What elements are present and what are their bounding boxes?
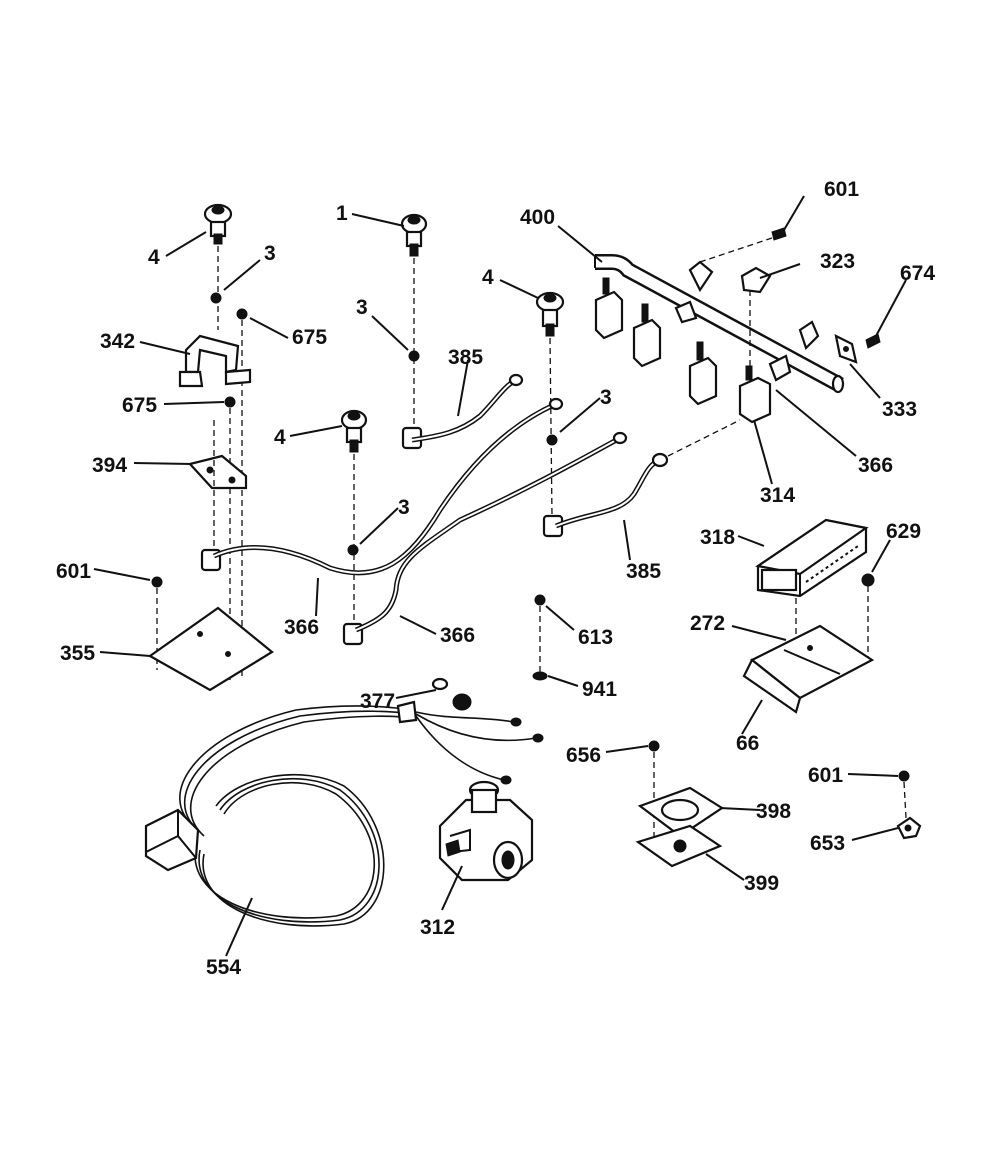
bracket-272: [742, 624, 875, 714]
label-355: 355: [60, 642, 95, 665]
label-366-center: 366: [440, 624, 475, 647]
screw-601-left: [151, 576, 163, 588]
screw-629: [861, 573, 875, 587]
label-4-left: 4: [148, 246, 160, 269]
igniter-4-right: [535, 291, 565, 337]
label-1: 1: [336, 202, 348, 225]
label-400: 400: [520, 206, 555, 229]
leader-lines: [93, 195, 907, 957]
screw-601-top: [771, 227, 787, 241]
washer-941: [532, 671, 548, 681]
label-385-top: 385: [448, 346, 483, 369]
nut-3-center: [347, 544, 359, 556]
label-601-top: 601: [824, 178, 859, 201]
screw-674: [865, 333, 881, 349]
igniter-4-mid: [340, 409, 368, 453]
label-3-left: 3: [264, 242, 276, 265]
plate-355: [147, 606, 274, 692]
label-941: 941: [582, 678, 617, 701]
label-342: 342: [100, 330, 135, 353]
label-333: 333: [882, 398, 917, 421]
manifold-pipe: [594, 254, 845, 424]
label-629: 629: [886, 520, 921, 543]
label-674: 674: [900, 262, 935, 285]
label-385-bottom: 385: [626, 560, 661, 583]
label-314: 314: [760, 484, 795, 507]
igniter-1: [400, 213, 428, 257]
nut-3-left: [210, 292, 222, 304]
tube-385-bottom: [555, 452, 669, 529]
bracket-394: [187, 454, 248, 490]
tube-366-center: [355, 431, 628, 633]
label-601-right: 601: [808, 764, 843, 787]
label-4-mid: 4: [274, 426, 286, 449]
screw-675-top: [236, 308, 248, 320]
label-554: 554: [206, 956, 241, 979]
label-675-b: 675: [122, 394, 157, 417]
label-675-a: 675: [292, 326, 327, 349]
label-323: 323: [820, 250, 855, 273]
tube-385-top: [411, 373, 524, 443]
label-3-right: 3: [600, 386, 612, 409]
fitting-653: [896, 816, 922, 840]
screw-601-right: [898, 770, 910, 782]
gasket-399: [635, 824, 723, 868]
label-312: 312: [420, 916, 455, 939]
label-394: 394: [92, 454, 127, 477]
nut-3-right: [546, 434, 558, 446]
wire-harness-554: [144, 700, 544, 927]
bracket-323: [740, 266, 772, 294]
nut-3-mid: [408, 350, 420, 362]
label-613: 613: [578, 626, 613, 649]
label-3-center: 3: [398, 496, 410, 519]
label-66: 66: [736, 732, 759, 755]
label-318: 318: [700, 526, 735, 549]
part-labels: 601 400 323 674 1 4 3 342 675 675 394 3 …: [56, 178, 935, 979]
igniter-module-318: [755, 518, 869, 598]
label-601-left: 601: [56, 560, 91, 583]
label-377: 377: [360, 690, 395, 713]
label-366-left: 366: [284, 616, 319, 639]
label-398: 398: [756, 800, 791, 823]
label-399: 399: [744, 872, 779, 895]
label-656: 656: [566, 744, 601, 767]
tube-366-left: [212, 397, 564, 576]
label-366-right: 366: [858, 454, 893, 477]
label-3-mid: 3: [356, 296, 368, 319]
clip-377: [431, 677, 472, 711]
igniter-4-left: [203, 203, 233, 245]
label-272: 272: [690, 612, 725, 635]
bracket-342: [178, 334, 252, 388]
screw-656: [648, 740, 660, 752]
screw-613: [534, 594, 546, 606]
label-653: 653: [810, 832, 845, 855]
regulator-312: [438, 780, 534, 882]
label-4-right: 4: [482, 266, 494, 289]
screw-675-second: [224, 396, 236, 408]
